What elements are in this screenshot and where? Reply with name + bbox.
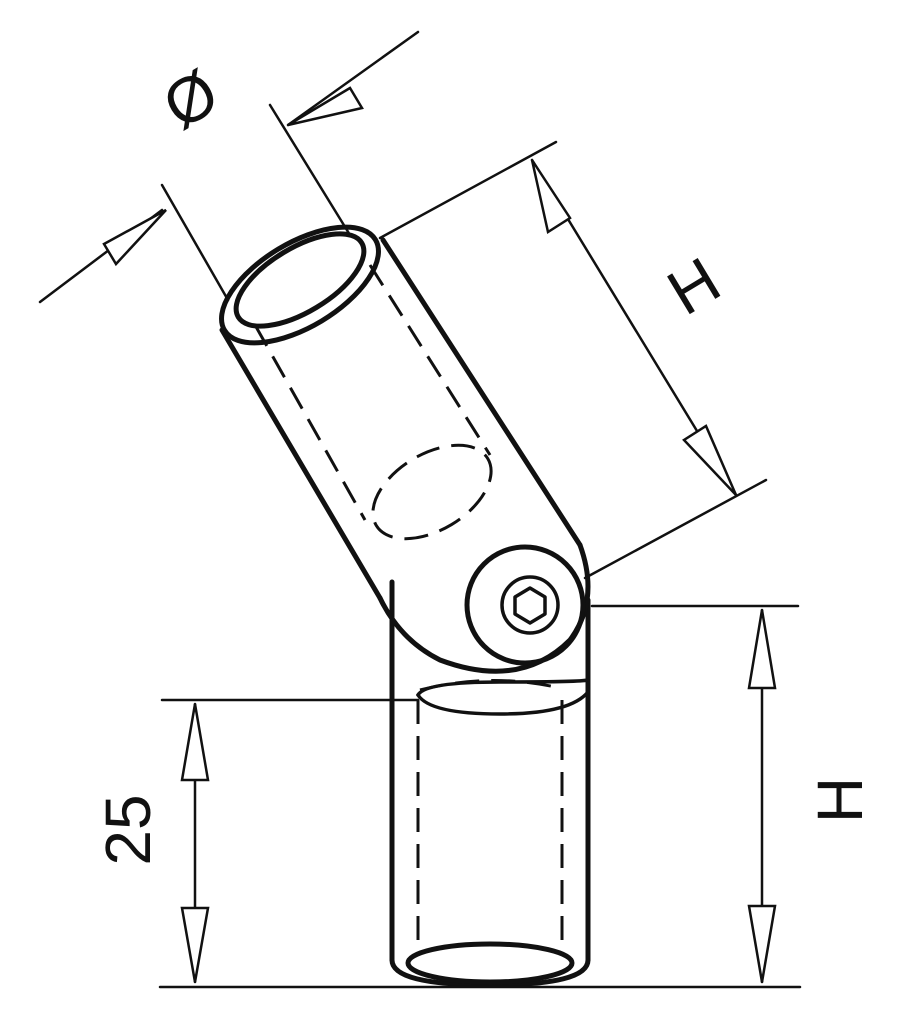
diameter-arrow-left — [102, 208, 167, 267]
lower-tube-bottom-opening — [405, 941, 575, 985]
lower-tube-bottom-edge — [389, 957, 591, 988]
depth-label: 25 — [92, 794, 164, 865]
diameter-label: Ø — [151, 55, 231, 142]
hinge-boss — [464, 544, 586, 666]
upper-tube-left-edge — [219, 327, 383, 601]
diameter-extension-line-right — [268, 103, 352, 237]
lower-height-dimension: H — [590, 604, 876, 984]
lower-tube-collar-bottom — [416, 690, 590, 716]
diameter-leader-right — [286, 30, 420, 127]
depth-arrow-top — [180, 703, 210, 782]
depth-arrow-bottom — [180, 906, 210, 983]
upper-height-arrow-top — [530, 159, 572, 235]
upper-height-arrow-bottom — [682, 424, 738, 496]
hex-socket-icon — [513, 586, 547, 625]
lower-tube — [389, 579, 591, 988]
screw-head — [500, 575, 560, 635]
upper-tube-hidden-line-right — [368, 264, 492, 456]
diameter-extension-line-left — [160, 183, 230, 302]
upper-tube-outer-rim — [219, 224, 381, 346]
upper-height-extension-bottom — [583, 478, 768, 580]
upper-tube-hidden-line-left — [253, 324, 367, 521]
upper-height-label: H — [655, 243, 732, 329]
upper-height-extension-top — [378, 140, 558, 240]
lower-tube-collar-top — [416, 678, 590, 697]
depth-dimension: 25 — [92, 698, 420, 984]
hinge-outer-contour — [377, 542, 591, 674]
upper-height-dimension: H — [378, 140, 768, 580]
upper-tube-right-edge — [380, 237, 583, 548]
lower-height-arrow-bottom — [747, 904, 777, 983]
hinge-knuckle — [377, 542, 591, 674]
lower-height-arrow-top — [747, 609, 777, 690]
upper-tube-inner-rim — [233, 231, 367, 329]
diameter-arrow-right — [287, 86, 364, 127]
lower-tube-hidden-top-arc — [419, 679, 561, 692]
upper-tube — [219, 224, 583, 601]
upper-tube-hidden-bottom-ellipse — [371, 443, 493, 541]
lower-height-label: H — [804, 777, 876, 823]
